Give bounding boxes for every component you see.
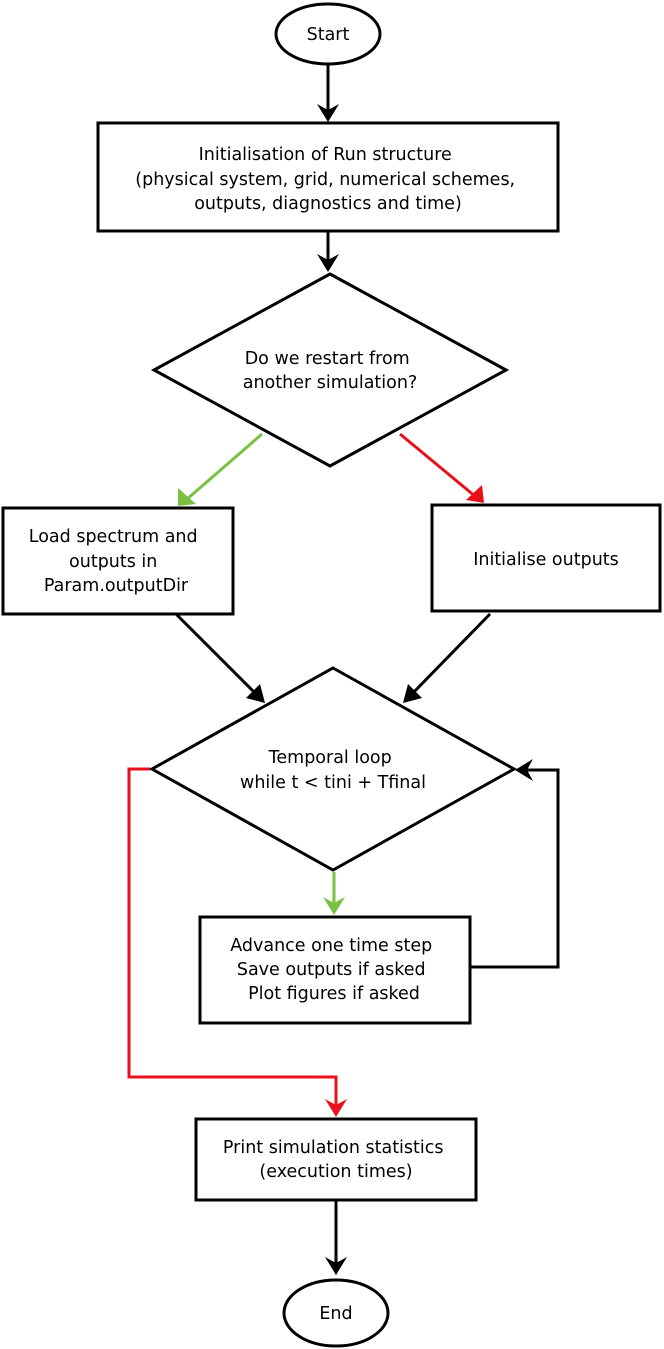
label-line: outputs, diagnostics and time): [194, 194, 462, 214]
process-box: [430, 503, 662, 613]
label-line: Initialise outputs: [473, 550, 619, 570]
node-start: Start: [274, 2, 382, 66]
arrowhead: [323, 897, 345, 915]
label-line: Advance one time step: [230, 936, 432, 956]
node-temporal-loop: Temporal loop while t < tini + Tfinal: [148, 666, 518, 872]
decision-diamond: [148, 666, 518, 872]
edge-line: [127, 767, 338, 1107]
process-box: [96, 121, 560, 233]
label-line: Do we restart from: [245, 349, 410, 369]
node-label: Temporal loop while t < tini + Tfinal: [240, 748, 426, 793]
label-line: another simulation?: [243, 373, 418, 393]
arrowhead: [403, 684, 422, 703]
arrowhead: [515, 759, 533, 781]
label-line: Temporal loop: [268, 748, 392, 768]
edges-layer: [127, 64, 560, 1275]
edge-start-to-init-run: [317, 64, 339, 122]
node-label: Advance one time step Save outputs if as…: [230, 936, 438, 1004]
node-load-spectrum: Load spectrum and outputs in Param.outpu…: [1, 506, 235, 616]
edge-restart-no-to-init-outputs: [399, 432, 484, 503]
arrowhead: [246, 684, 265, 703]
arrowhead: [317, 254, 339, 272]
edge-restart-yes-to-load-spectrum: [178, 432, 263, 506]
edge-line: [185, 432, 263, 502]
edge-init-run-to-restart-decision: [317, 231, 339, 272]
label-line: outputs in: [69, 552, 157, 572]
terminal-ellipse: [282, 1278, 390, 1348]
label-line: End: [319, 1304, 352, 1324]
arrowhead: [317, 104, 339, 122]
edge-line: [174, 612, 260, 698]
arrowhead: [466, 485, 484, 503]
arrowhead: [325, 1257, 347, 1275]
edge-loop-exit-to-print-stats: [127, 767, 347, 1117]
label-line: Param.outputDir: [44, 576, 189, 596]
process-box: [194, 1117, 478, 1202]
edge-line: [408, 612, 492, 698]
node-label: Start: [307, 25, 350, 45]
process-box: [198, 915, 472, 1025]
label-line: Print simulation statistics: [223, 1138, 444, 1158]
label-line: Start: [307, 25, 350, 45]
node-init-run: Initialisation of Run structure (physica…: [96, 121, 560, 233]
node-label: End: [319, 1304, 352, 1324]
node-restart-decision: Do we restart from another simulation?: [150, 272, 510, 468]
label-line: while t < tini + Tfinal: [240, 773, 426, 793]
node-label: Initialise outputs: [473, 550, 619, 570]
node-label: Print simulation statistics (execution t…: [223, 1138, 449, 1182]
label-line: Save outputs if asked: [237, 960, 426, 980]
node-init-outputs: Initialise outputs: [430, 503, 662, 613]
node-label: Load spectrum and outputs in Param.outpu…: [29, 527, 203, 596]
edge-load-spectrum-to-temporal-loop: [174, 612, 265, 703]
decision-diamond: [150, 272, 510, 468]
label-line: (physical system, grid, numerical scheme…: [135, 170, 515, 190]
edge-init-outputs-to-temporal-loop: [403, 612, 492, 703]
node-label: Initialisation of Run structure (physica…: [135, 145, 520, 214]
label-line: Initialisation of Run structure: [199, 145, 452, 165]
label-line: Plot figures if asked: [248, 984, 420, 1004]
process-box: [1, 506, 235, 616]
node-advance-step: Advance one time step Save outputs if as…: [198, 915, 472, 1025]
edge-line: [470, 768, 560, 969]
arrowhead: [325, 1099, 347, 1117]
edge-line: [399, 432, 477, 499]
node-print-stats: Print simulation statistics (execution t…: [194, 1117, 478, 1202]
arrowhead: [178, 488, 196, 506]
node-end: End: [282, 1278, 390, 1348]
label-line: (execution times): [259, 1162, 412, 1182]
edge-advance-step-back-to-loop: [470, 759, 560, 969]
label-line: Load spectrum and: [29, 527, 198, 547]
edge-loop-yes-to-advance-step: [323, 872, 345, 915]
edge-print-stats-to-end: [325, 1200, 347, 1275]
terminal-ellipse: [274, 2, 382, 66]
node-label: Do we restart from another simulation?: [243, 349, 418, 393]
